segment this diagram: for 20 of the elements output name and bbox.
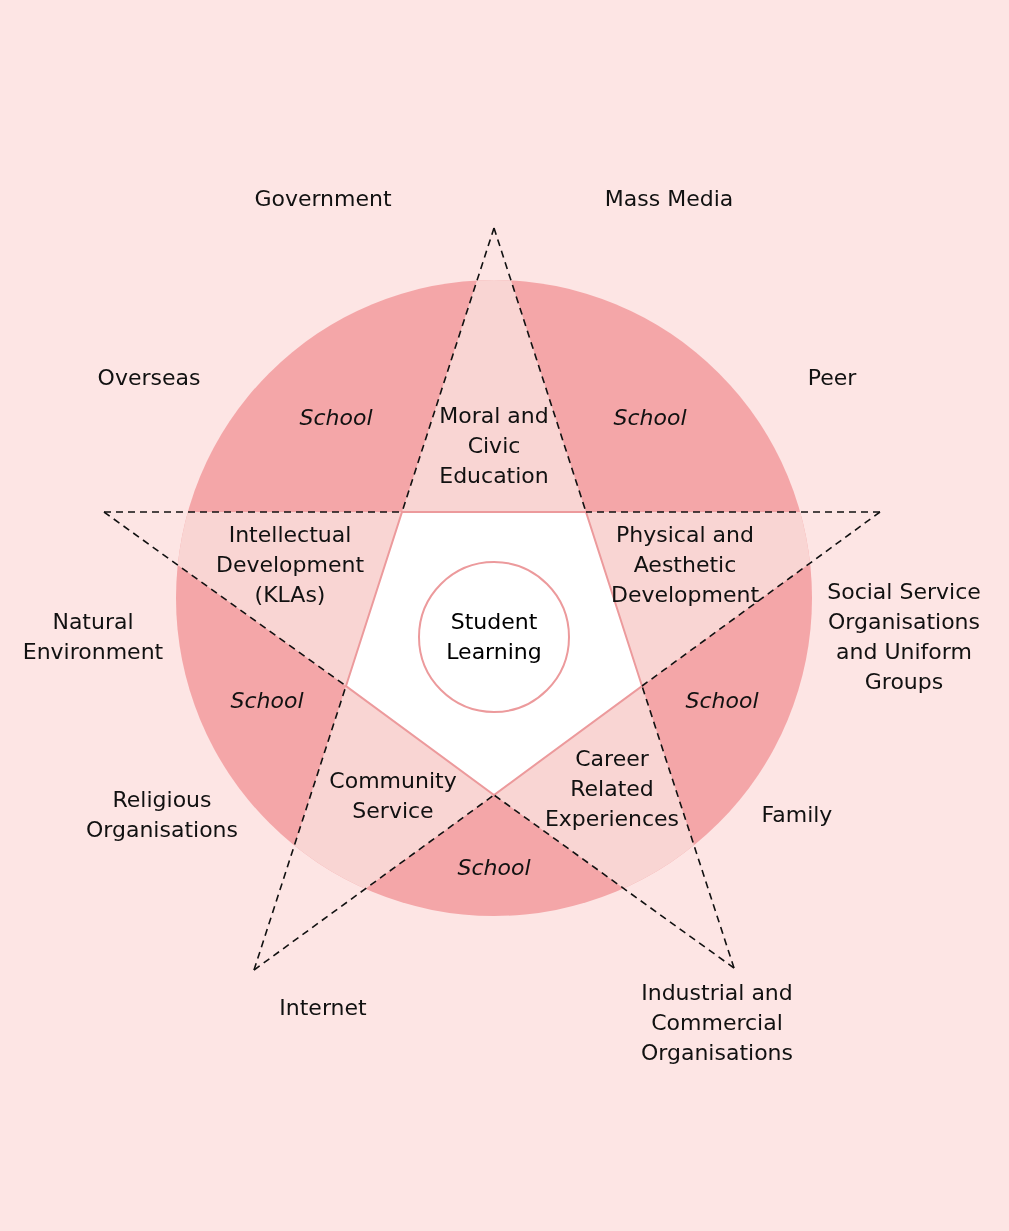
region-label: Physical and Aesthetic Development <box>610 520 760 610</box>
region-label: Career Related Experiences <box>542 744 682 834</box>
influence-label: Government <box>253 185 393 213</box>
influence-label: Family <box>760 801 834 829</box>
influence-label: Mass Media <box>603 185 735 213</box>
influence-label: Natural Environment <box>21 608 165 666</box>
region-label: Community Service <box>323 766 463 826</box>
influence-label: Peer <box>806 364 858 392</box>
school-label: School <box>434 853 554 883</box>
school-label: School <box>276 403 396 433</box>
region-label: Intellectual Development (KLAs) <box>215 520 365 610</box>
influence-label: Overseas <box>96 364 202 392</box>
school-label: School <box>590 403 710 433</box>
school-label: School <box>207 686 327 716</box>
influence-label: Social Service Organisations and Uniform Groups <box>826 578 982 696</box>
school-label: School <box>662 686 782 716</box>
influence-label: Religious Organisations <box>85 786 239 844</box>
influence-label: Industrial and Commercial Organisations <box>640 979 794 1067</box>
influence-label: Internet <box>278 994 368 1022</box>
region-label: Moral and Civic Education <box>434 401 554 491</box>
